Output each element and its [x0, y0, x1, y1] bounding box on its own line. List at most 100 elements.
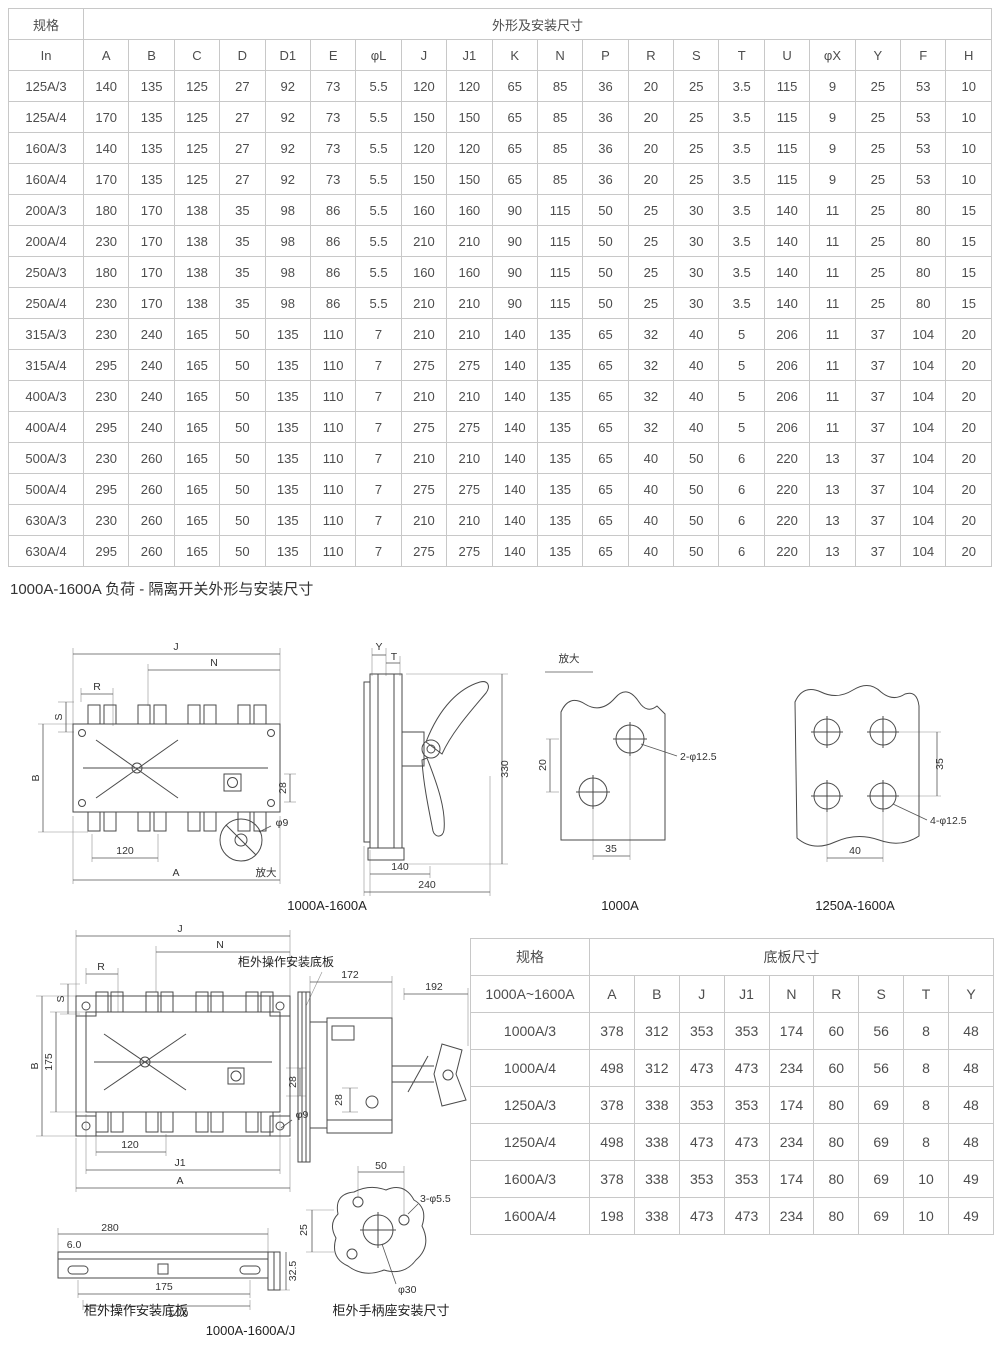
dim-label-r: R	[97, 961, 105, 973]
table-cell: 73	[309, 163, 357, 195]
table-cell: 13	[809, 473, 856, 505]
column-header: In	[8, 39, 84, 71]
table-cell: 150	[446, 163, 493, 195]
table-cell: 115	[536, 225, 584, 257]
table-cell: 40	[627, 442, 675, 474]
table-cell: 98	[264, 256, 311, 288]
mechanism-body	[310, 1017, 393, 1134]
table-cell: 15	[945, 287, 992, 319]
table-cell: 140	[491, 442, 538, 474]
table-cell: 90	[491, 287, 538, 319]
table-cell: 120	[400, 132, 448, 164]
row-spec-cell: 1600A/4	[470, 1197, 590, 1235]
dim-label-28: 28	[287, 1076, 299, 1088]
table-cell: 140	[763, 287, 811, 319]
table-cell: 125	[173, 70, 221, 102]
table-cell: 15	[945, 256, 992, 288]
holes-label: 3-φ5.5	[420, 1193, 451, 1205]
table-cell: 135	[264, 473, 311, 505]
table-cell: 7	[355, 442, 402, 474]
table-cell: 260	[128, 535, 175, 567]
dim-label-240: 240	[418, 879, 436, 891]
table-cell: 160	[400, 194, 448, 226]
table-cell: 40	[627, 535, 675, 567]
mounting-plate-edge	[297, 991, 311, 1163]
table-cell: 275	[446, 473, 493, 505]
row-spec-cell: 500A/3	[8, 442, 84, 474]
extension-lines	[546, 738, 631, 860]
dimension-lines	[311, 1171, 419, 1285]
table-cell: 25	[854, 101, 902, 133]
table-cell: 10	[945, 101, 992, 133]
handle-seat-outline	[332, 1186, 427, 1274]
spec-group-header: 规格	[8, 8, 84, 40]
table-cell: 104	[900, 535, 947, 567]
dimension-labels: 50 25 3-φ5.5 φ30	[298, 1162, 451, 1296]
table-cell: 13	[809, 442, 856, 474]
table-cell: 206	[763, 318, 811, 350]
table-cell: 174	[768, 1086, 815, 1124]
table-cell: 353	[678, 1086, 725, 1124]
table-cell: 5.5	[355, 132, 402, 164]
table-cell: 353	[678, 1160, 725, 1198]
table-cell: 135	[536, 380, 584, 412]
plate-outline	[560, 691, 666, 841]
dimension-labels: J N R S B 28 φ9 放大 120 A	[30, 641, 289, 879]
table-cell: 5	[718, 380, 765, 412]
table-cell: 7	[355, 380, 402, 412]
table-cell: 36	[582, 101, 629, 133]
table-cell: 473	[723, 1197, 770, 1235]
row-spec-cell: 125A/4	[8, 101, 84, 133]
row-spec-cell: 500A/4	[8, 473, 84, 505]
table-cell: 125	[173, 132, 221, 164]
table-cell: 56	[858, 1049, 905, 1087]
table-cell: 13	[809, 504, 856, 536]
table-cell: 85	[536, 101, 584, 133]
table-cell: 3.5	[718, 287, 765, 319]
table-cell: 378	[589, 1086, 635, 1124]
table-cell: 120	[400, 70, 448, 102]
table-cell: 210	[446, 504, 493, 536]
extension-lines	[38, 648, 296, 884]
table-cell: 353	[723, 1086, 770, 1124]
dim-label-120: 120	[116, 845, 134, 857]
column-header: J	[400, 39, 448, 71]
table-cell: 165	[173, 504, 221, 536]
table-cell: 110	[309, 349, 357, 381]
table-cell: 115	[536, 287, 584, 319]
table-cell: 25	[673, 163, 720, 195]
table-cell: 338	[633, 1123, 680, 1161]
table-cell: 3.5	[718, 101, 765, 133]
table-cell: 104	[900, 318, 947, 350]
table-cell: 86	[309, 194, 357, 226]
table-cell: 30	[673, 194, 720, 226]
table-cell: 90	[491, 225, 538, 257]
table-cell: 98	[264, 225, 311, 257]
table-cell: 37	[854, 535, 902, 567]
table-cell: 160	[400, 256, 448, 288]
dim-label-28: 28	[333, 1094, 345, 1106]
row-spec-cell: 400A/3	[8, 380, 84, 412]
figure-base-plate-strip: 280 6.0 175 14.0 32.5	[57, 1222, 299, 1318]
table-cell: 35	[219, 225, 266, 257]
table-cell: 110	[309, 473, 357, 505]
column-header: S	[858, 975, 905, 1013]
holes-label: 2-φ12.5	[680, 751, 717, 763]
table-cell: 110	[309, 535, 357, 567]
dims-group-header: 外形及安装尺寸	[83, 8, 992, 40]
table-cell: 25	[854, 70, 902, 102]
table-cell: 73	[309, 70, 357, 102]
table-cell: 275	[446, 349, 493, 381]
table-cell: 92	[264, 101, 311, 133]
table-cell: 69	[858, 1197, 905, 1235]
table-cell: 27	[219, 101, 266, 133]
table-cell: 73	[309, 101, 357, 133]
